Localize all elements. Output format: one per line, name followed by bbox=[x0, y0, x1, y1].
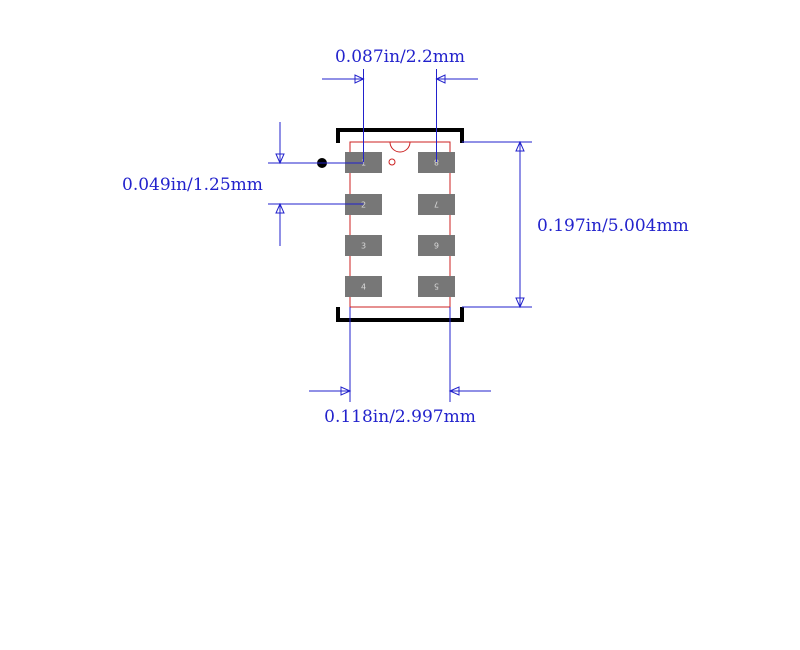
pad: 6 bbox=[418, 235, 455, 256]
pad: 7 bbox=[418, 194, 455, 215]
pad-rect bbox=[418, 194, 455, 215]
pad-number: 7 bbox=[434, 200, 439, 209]
pin1-marker-small bbox=[388, 158, 396, 166]
body-outline bbox=[349, 141, 451, 308]
dimension-label-body-width: 0.118in/2.997mm bbox=[324, 407, 476, 427]
dimension-label-body-height: 0.197in/5.004mm bbox=[537, 216, 689, 236]
pad-rect bbox=[345, 235, 382, 256]
pad-rect bbox=[418, 235, 455, 256]
dimension-label-pad-span: 0.087in/2.2mm bbox=[335, 47, 465, 67]
pad-number: 2 bbox=[361, 201, 366, 210]
pad-number: 3 bbox=[361, 242, 366, 251]
pad-rect bbox=[418, 276, 455, 297]
pad-number: 6 bbox=[434, 241, 439, 250]
pad: 3 bbox=[345, 235, 382, 256]
silkscreen-bottom bbox=[336, 307, 464, 322]
pad: 4 bbox=[345, 276, 382, 297]
pad-rect bbox=[418, 152, 455, 173]
pad-number: 5 bbox=[434, 282, 439, 291]
dimension-label-pad-pitch: 0.049in/1.25mm bbox=[122, 175, 263, 195]
dimension-pad-span bbox=[322, 69, 478, 162]
pad: 5 bbox=[418, 276, 455, 297]
dimension-body-width bbox=[309, 307, 491, 402]
pad-rect bbox=[345, 276, 382, 297]
pin1-notch bbox=[389, 141, 411, 153]
silkscreen-top bbox=[336, 128, 464, 143]
pad-number: 4 bbox=[361, 283, 366, 292]
dimension-pad-pitch bbox=[268, 122, 364, 246]
dimension-body-height bbox=[462, 140, 532, 309]
